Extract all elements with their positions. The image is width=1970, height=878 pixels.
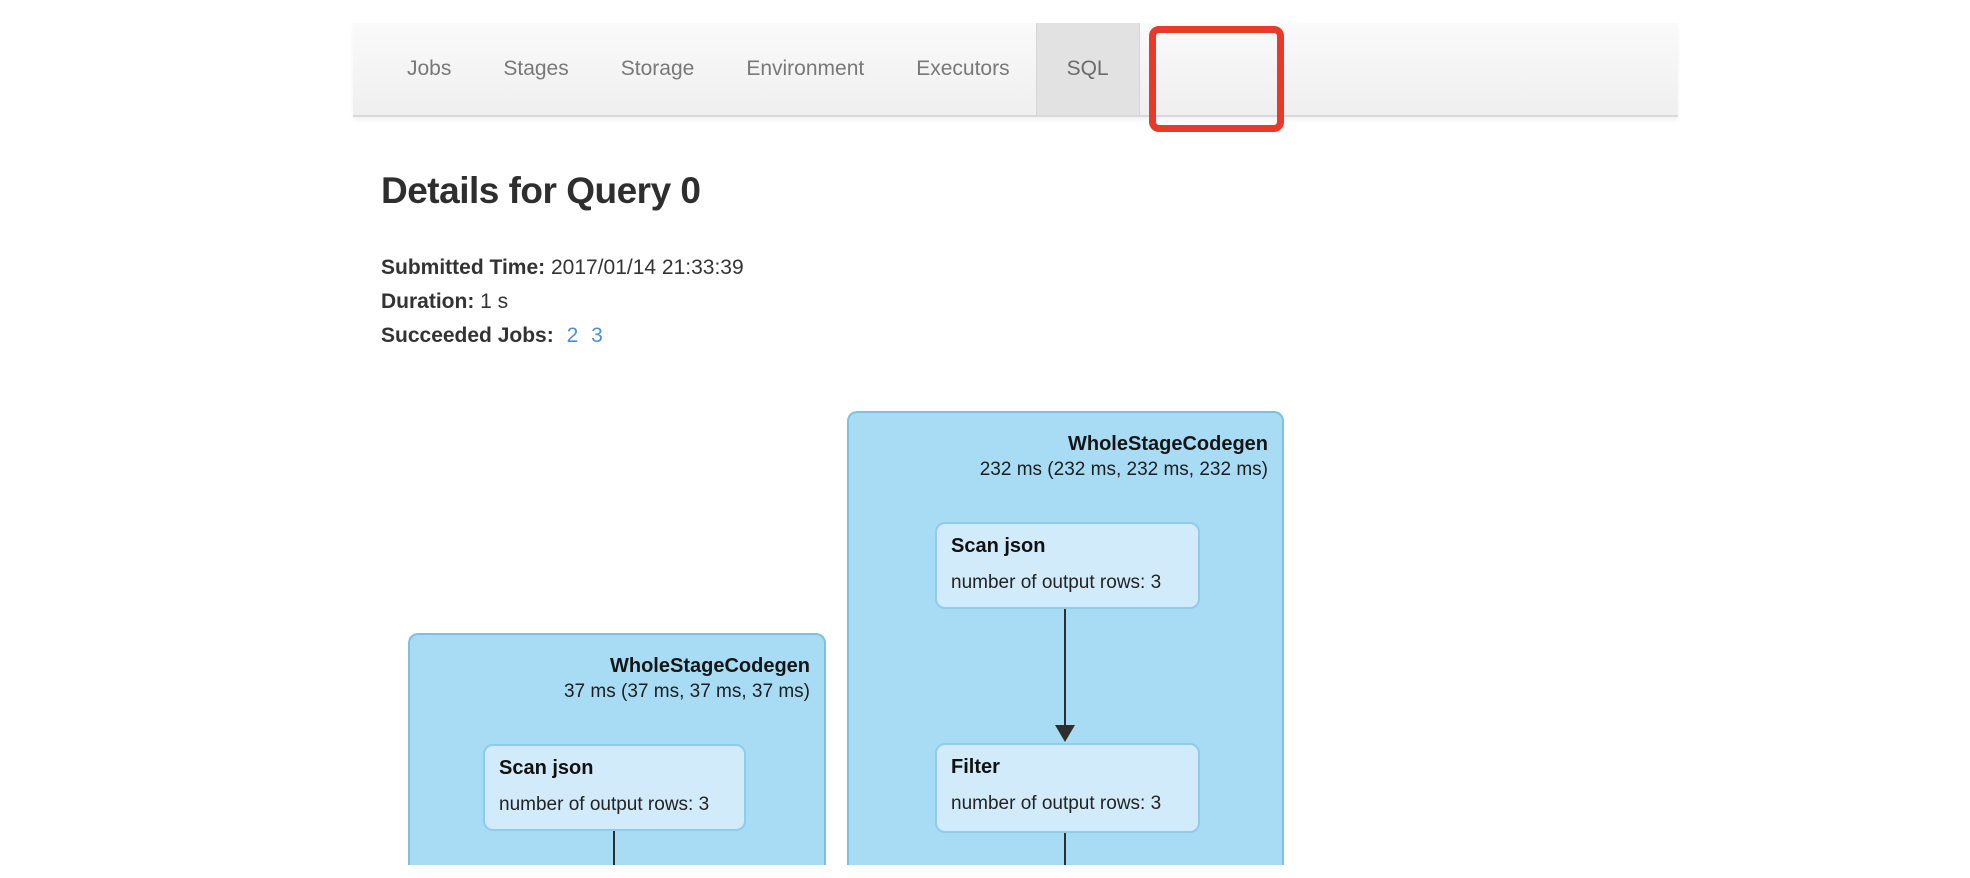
submitted-time-value: 2017/01/14 21:33:39	[550, 256, 744, 279]
submitted-time-label: Submitted Time:	[381, 256, 546, 279]
job-link-2[interactable]: 2	[566, 324, 579, 347]
node-filter[interactable]: Filter number of output rows: 3	[935, 743, 1200, 833]
arrowhead-icon	[1055, 725, 1075, 742]
tab-environment[interactable]: Environment	[746, 57, 865, 80]
cluster-header: WholeStageCodegen 232 ms (232 ms, 232 ms…	[849, 413, 1282, 482]
tab-stages[interactable]: Stages	[503, 57, 569, 80]
cluster-duration: 37 ms (37 ms, 37 ms, 37 ms)	[563, 681, 810, 702]
duration-label: Duration:	[381, 290, 475, 313]
tab-sql[interactable]: SQL	[1035, 23, 1140, 115]
node-metric: number of output rows: 3	[499, 794, 710, 815]
top-navbar: Jobs Stages Storage Environment Executor…	[353, 23, 1678, 117]
node-title: Filter	[951, 756, 1000, 778]
cluster-name: WholeStageCodegen	[609, 655, 810, 677]
node-metric: number of output rows: 3	[951, 572, 1162, 593]
job-link-3[interactable]: 3	[591, 324, 603, 347]
cluster-name: WholeStageCodegen	[1067, 433, 1268, 455]
edge-filter-down	[1064, 833, 1066, 865]
succeeded-jobs-label: Succeeded Jobs:	[381, 324, 554, 347]
node-scan-json-right[interactable]: Scan json number of output rows: 3	[935, 522, 1200, 609]
succeeded-jobs-line: Succeeded Jobs: 2 3	[381, 319, 744, 353]
edge-left-scanjson-down	[613, 831, 615, 865]
node-metric: number of output rows: 3	[951, 793, 1162, 814]
duration-value: 1 s	[480, 290, 509, 313]
cluster-header: WholeStageCodegen 37 ms (37 ms, 37 ms, 3…	[410, 635, 824, 704]
cluster-duration: 232 ms (232 ms, 232 ms, 232 ms)	[979, 459, 1268, 480]
duration-line: Duration: 1 s	[381, 285, 744, 319]
tab-executors[interactable]: Executors	[916, 57, 1010, 80]
tab-storage[interactable]: Storage	[620, 57, 695, 80]
node-scan-json-left[interactable]: Scan json number of output rows: 3	[483, 744, 746, 831]
page-title: Details for Query 0	[381, 170, 701, 211]
edge-scanjson-to-filter	[1064, 609, 1066, 726]
node-title: Scan json	[951, 535, 1046, 557]
node-title: Scan json	[499, 757, 594, 779]
query-metadata: Submitted Time: 2017/01/14 21:33:39 Dura…	[381, 251, 744, 353]
tab-jobs[interactable]: Jobs	[407, 57, 452, 80]
submitted-time-line: Submitted Time: 2017/01/14 21:33:39	[381, 251, 744, 285]
